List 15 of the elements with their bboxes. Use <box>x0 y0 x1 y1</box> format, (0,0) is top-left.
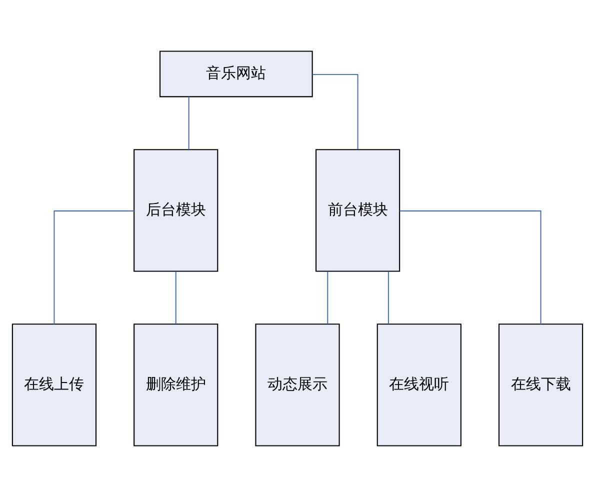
node-box: 前台模块 <box>315 149 400 272</box>
connector <box>175 271 176 324</box>
connector <box>54 210 134 324</box>
connector <box>400 210 542 324</box>
node-box: 在线上传 <box>12 324 97 446</box>
connector <box>188 96 190 150</box>
node-box: 在线视听 <box>376 324 462 446</box>
connector <box>312 74 358 150</box>
connector <box>327 271 328 324</box>
node-box: 音乐网站 <box>159 50 313 98</box>
node-box: 在线下载 <box>498 324 584 446</box>
node-box: 删除维护 <box>134 324 218 446</box>
node-box: 动态展示 <box>255 324 340 446</box>
node-box: 后台模块 <box>134 149 218 272</box>
connector <box>388 271 389 324</box>
